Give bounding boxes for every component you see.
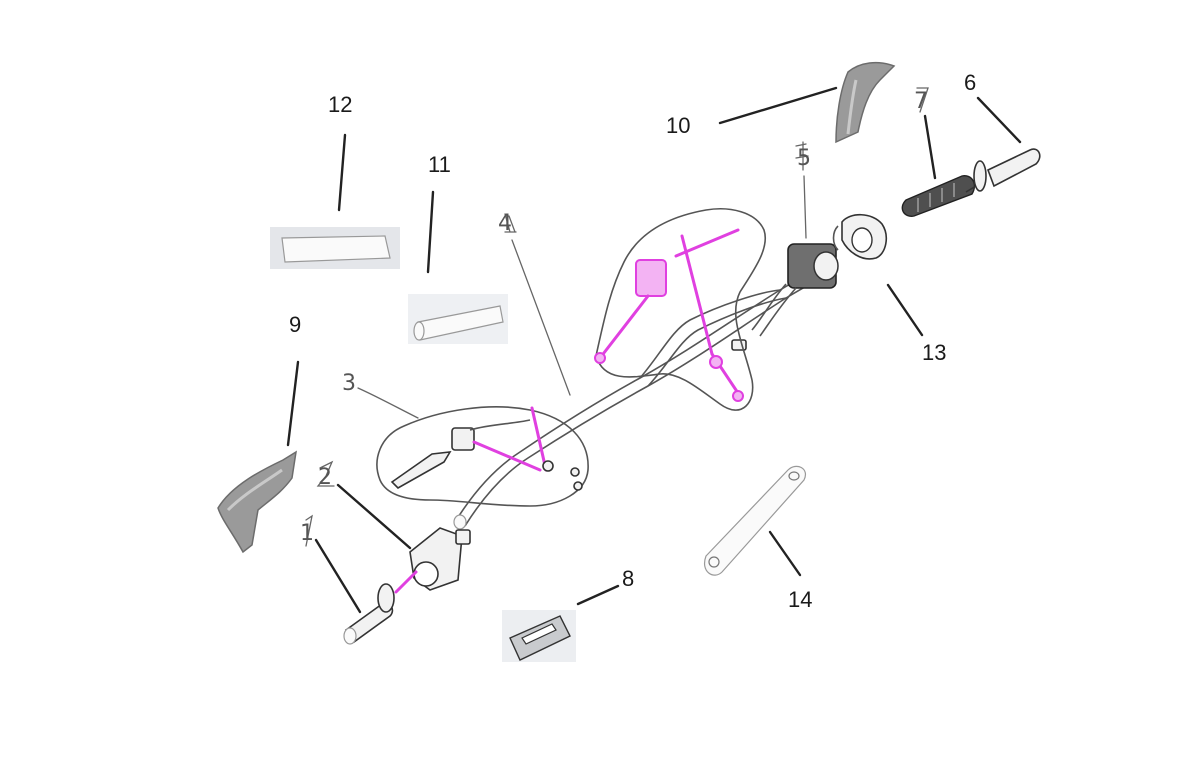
- sketch-5: [795, 141, 809, 171]
- part-14-strap: [704, 465, 806, 576]
- leader-13: [886, 283, 924, 337]
- part-1-left-grip: [343, 570, 418, 645]
- sketch-2: [316, 460, 335, 487]
- callout-10: 10: [666, 113, 690, 138]
- leader-1: [314, 538, 362, 614]
- part-12-plate: [270, 227, 400, 269]
- callout-6: 6: [964, 70, 976, 95]
- callout-4: 4: [498, 211, 512, 236]
- callout-12: 12: [328, 92, 352, 117]
- part-11-pad: [408, 294, 508, 344]
- callout-5: 5: [797, 146, 811, 171]
- leader-8: [576, 584, 620, 606]
- callout-14: 14: [788, 587, 812, 612]
- part-8-pad: [502, 610, 576, 662]
- part-2-switch-housing: [409, 527, 471, 591]
- callout-2: 2: [318, 465, 332, 490]
- part-9-hand-guard: [217, 450, 297, 554]
- callout-7: 7: [914, 89, 928, 114]
- leader-2: [336, 483, 412, 550]
- leader-3: [357, 387, 419, 419]
- right-brake-assembly: [594, 208, 767, 411]
- part-6-right-grip: [965, 148, 1041, 193]
- leader-5: [803, 175, 807, 239]
- callout-13: 13: [922, 340, 946, 365]
- sketch-1: [305, 514, 313, 547]
- leader-14: [768, 530, 802, 577]
- leader-7: [923, 114, 937, 180]
- leader-11: [426, 190, 435, 274]
- callout-11: 11: [428, 152, 451, 177]
- callout-9: 9: [289, 312, 301, 337]
- part-10-hand-guard: [835, 61, 896, 144]
- leader-6: [976, 96, 1022, 144]
- callout-3: 3: [342, 371, 356, 396]
- callout-1: 1: [300, 521, 314, 546]
- callout-8: 8: [622, 566, 634, 591]
- part-3-left-lever-assembly: [376, 406, 589, 507]
- part-13-throttle-clamp: [832, 213, 888, 260]
- sketch-7: [916, 87, 929, 113]
- leader-12: [337, 133, 347, 212]
- leader-9: [286, 360, 300, 447]
- leader-4: [511, 239, 571, 396]
- sketch-4: [504, 213, 517, 233]
- leader-10: [718, 86, 838, 125]
- part-7-throttle-grip: [901, 175, 976, 217]
- part-5-control-housing: [731, 243, 839, 351]
